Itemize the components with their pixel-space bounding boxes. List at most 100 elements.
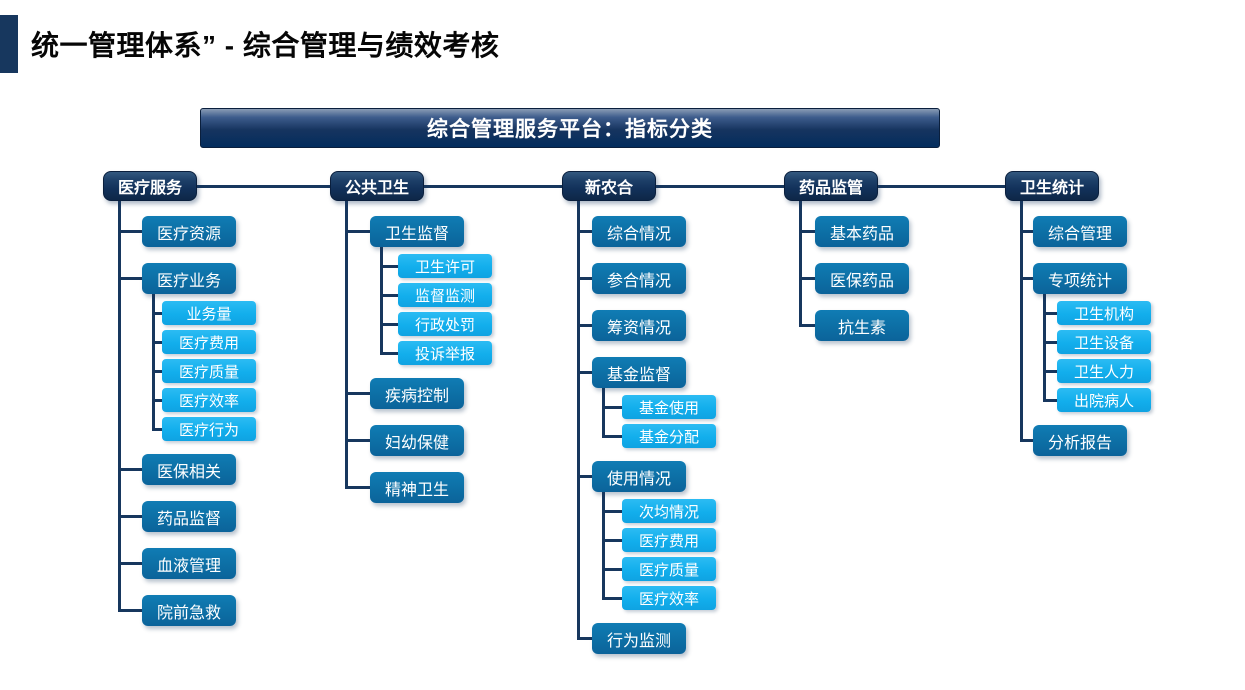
connector-line <box>577 371 592 374</box>
connector-line <box>345 201 348 487</box>
leaf-box: 监督监测 <box>398 283 492 307</box>
leaf-box: 卫生设备 <box>1057 330 1151 354</box>
connector-line <box>577 324 592 327</box>
category-header-box: 公共卫生 <box>330 171 424 201</box>
title-accent-bar <box>0 15 18 73</box>
leaf-box: 医疗费用 <box>162 330 256 354</box>
subcategory-box: 综合管理 <box>1033 216 1127 247</box>
category-header-box: 药品监管 <box>784 171 878 201</box>
subcategory-box: 医保药品 <box>815 263 909 294</box>
connector-line <box>1043 294 1046 400</box>
connector-line <box>602 510 622 513</box>
leaf-box: 次均情况 <box>622 499 716 523</box>
connector-line <box>602 406 622 409</box>
connector-line <box>380 352 398 355</box>
connector-line <box>118 468 142 471</box>
connector-line <box>799 230 815 233</box>
page-title: 统一管理体系” - 综合管理与绩效考核 <box>31 30 500 61</box>
leaf-box: 投诉举报 <box>398 341 492 365</box>
connector-line <box>577 230 592 233</box>
subcategory-box: 基金监督 <box>592 357 686 388</box>
connector-line <box>602 492 605 598</box>
subcategory-box: 使用情况 <box>592 461 686 492</box>
leaf-box: 卫生机构 <box>1057 301 1151 325</box>
banner-title: 综合管理服务平台：指标分类 <box>427 118 713 141</box>
connector-line <box>577 475 592 478</box>
leaf-box: 医疗行为 <box>162 417 256 441</box>
connector-line <box>799 201 802 325</box>
connector-line <box>152 399 162 402</box>
connector-line <box>152 294 155 429</box>
connector-line <box>118 230 142 233</box>
connector-line <box>1043 341 1057 344</box>
connector-line <box>118 609 142 612</box>
subcategory-box: 血液管理 <box>142 548 236 579</box>
connector-line <box>1020 230 1033 233</box>
connector-line <box>380 265 398 268</box>
subcategory-box: 基本药品 <box>815 216 909 247</box>
connector-line <box>602 388 605 436</box>
leaf-box: 行政处罚 <box>398 312 492 336</box>
connector-line <box>1043 370 1057 373</box>
subcategory-box: 精神卫生 <box>370 472 464 503</box>
leaf-box: 卫生许可 <box>398 254 492 278</box>
leaf-box: 医疗效率 <box>162 388 256 412</box>
subcategory-box: 抗生素 <box>815 310 909 341</box>
connector-line <box>602 568 622 571</box>
connector-line <box>118 201 121 610</box>
connector-line <box>118 562 142 565</box>
category-header-box: 卫生统计 <box>1005 171 1099 201</box>
subcategory-box: 分析报告 <box>1033 425 1127 456</box>
subcategory-box: 妇幼保健 <box>370 425 464 456</box>
subcategory-box: 医保相关 <box>142 454 236 485</box>
connector-line <box>1043 312 1057 315</box>
subcategory-box: 医疗业务 <box>142 263 236 294</box>
connector-line <box>345 486 370 489</box>
subcategory-box: 医疗资源 <box>142 216 236 247</box>
connector-line <box>380 247 383 353</box>
category-header-box: 新农合 <box>562 171 656 201</box>
subcategory-box: 筹资情况 <box>592 310 686 341</box>
category-header-box: 医疗服务 <box>103 171 197 201</box>
connector-line <box>118 277 142 280</box>
connector-line <box>118 515 142 518</box>
connector-line <box>1020 201 1023 440</box>
connector-line <box>1020 439 1033 442</box>
subcategory-box: 药品监督 <box>142 501 236 532</box>
leaf-box: 医疗质量 <box>622 557 716 581</box>
connector-line <box>345 439 370 442</box>
connector-line <box>152 428 162 431</box>
connector-line <box>345 230 370 233</box>
connector-line <box>1020 277 1033 280</box>
leaf-box: 基金分配 <box>622 424 716 448</box>
connector-line <box>380 294 398 297</box>
subcategory-box: 专项统计 <box>1033 263 1127 294</box>
subcategory-box: 行为监测 <box>592 623 686 654</box>
connector-line <box>345 392 370 395</box>
connector-line <box>799 277 815 280</box>
banner: 综合管理服务平台：指标分类 <box>200 108 940 148</box>
connector-line <box>602 597 622 600</box>
leaf-box: 基金使用 <box>622 395 716 419</box>
leaf-box: 业务量 <box>162 301 256 325</box>
subcategory-box: 综合情况 <box>592 216 686 247</box>
connector-line <box>602 539 622 542</box>
leaf-box: 出院病人 <box>1057 388 1151 412</box>
leaf-box: 医疗效率 <box>622 586 716 610</box>
leaf-box: 医疗费用 <box>622 528 716 552</box>
subcategory-box: 参合情况 <box>592 263 686 294</box>
connector-line <box>152 312 162 315</box>
connector-line <box>577 277 592 280</box>
subcategory-box: 疾病控制 <box>370 378 464 409</box>
connector-line <box>1043 399 1057 402</box>
connector-line <box>152 341 162 344</box>
connector-line <box>799 324 815 327</box>
connector-line <box>577 637 592 640</box>
connector-line <box>602 435 622 438</box>
subcategory-box: 卫生监督 <box>370 216 464 247</box>
leaf-box: 卫生人力 <box>1057 359 1151 383</box>
leaf-box: 医疗质量 <box>162 359 256 383</box>
connector-line <box>577 201 580 638</box>
connector-line <box>152 370 162 373</box>
